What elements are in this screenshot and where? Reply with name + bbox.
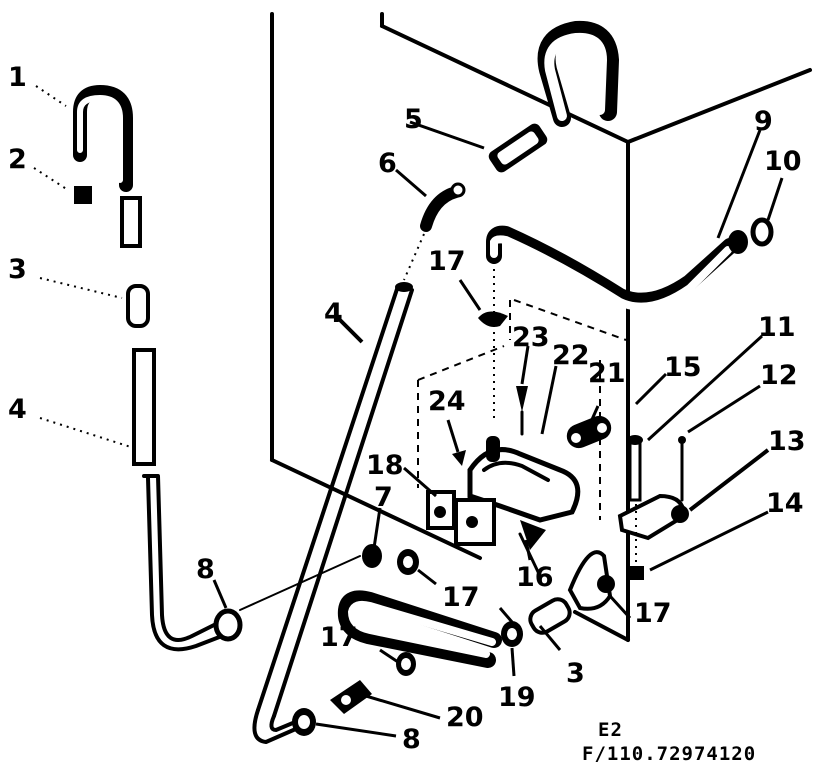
part-21-plate [566, 415, 612, 449]
valve-assembly [417, 299, 627, 578]
part-17-clip [478, 311, 508, 327]
callout-8: 8 [196, 554, 215, 585]
callout-3-lower: 3 [566, 658, 585, 689]
lower-hose-assembly [330, 544, 615, 714]
part-12-pin [678, 436, 686, 444]
switch-parts [617, 435, 689, 580]
right-hose-assembly [486, 217, 774, 420]
callout-labels: 1 2 3 4 4 5 6 7 8 8 9 10 11 12 13 14 15 … [8, 62, 806, 755]
callout-19: 19 [498, 682, 536, 713]
part-4-hose [132, 348, 156, 466]
callout-8-lower: 8 [402, 724, 421, 755]
callout-13: 13 [768, 426, 806, 457]
cabinet-body [270, 12, 812, 642]
part-16-clip [520, 520, 546, 550]
top-u-hose [488, 20, 619, 173]
callout-4-long-tube: 4 [324, 298, 343, 329]
callout-14: 14 [766, 488, 804, 519]
callout-5: 5 [404, 104, 423, 135]
left-hose-assembly [73, 85, 361, 652]
part-8-clamp [213, 608, 243, 642]
part-20-fitting [330, 680, 372, 714]
callout-17-mid: 17 [442, 582, 480, 613]
part-24-screw [452, 450, 466, 466]
figure-code: E2 [598, 719, 623, 741]
callout-2: 2 [8, 144, 27, 175]
callout-10: 10 [764, 146, 802, 177]
hose-segment [120, 196, 142, 248]
callout-6: 6 [378, 148, 397, 179]
callout-24: 24 [428, 386, 466, 417]
callout-20: 20 [446, 702, 484, 733]
callout-22: 22 [552, 340, 590, 371]
part-3-connector-b [528, 597, 572, 635]
part-11-rod [628, 438, 642, 502]
figure-reference: E2 F/110.72974120 [582, 719, 756, 765]
part-2-clamp [74, 186, 92, 204]
callout-9: 9 [754, 106, 773, 137]
part-14-nut [626, 566, 644, 580]
callout-18: 18 [366, 450, 404, 481]
callout-7: 7 [374, 482, 393, 513]
part-7-clamp [362, 544, 382, 568]
callout-4: 4 [8, 394, 27, 425]
callout-3: 3 [8, 254, 27, 285]
callout-17-right: 17 [634, 598, 672, 629]
part-13-switch [617, 493, 687, 541]
callout-15: 15 [664, 352, 702, 383]
callout-12: 12 [760, 360, 798, 391]
figure-number: F/110.72974120 [582, 743, 756, 765]
callout-23: 23 [512, 322, 550, 353]
callout-21: 21 [588, 358, 626, 389]
part-10-clamp [750, 217, 774, 247]
callout-17-top: 17 [428, 246, 466, 277]
part-23-screw [516, 386, 528, 412]
part-3-connector [126, 284, 150, 328]
callout-17-lower: 17 [320, 622, 358, 653]
callout-1: 1 [8, 62, 27, 93]
callout-16: 16 [516, 562, 554, 593]
long-tube-assembly [252, 182, 466, 744]
callout-11: 11 [758, 312, 796, 343]
leader-lines [33, 85, 784, 738]
